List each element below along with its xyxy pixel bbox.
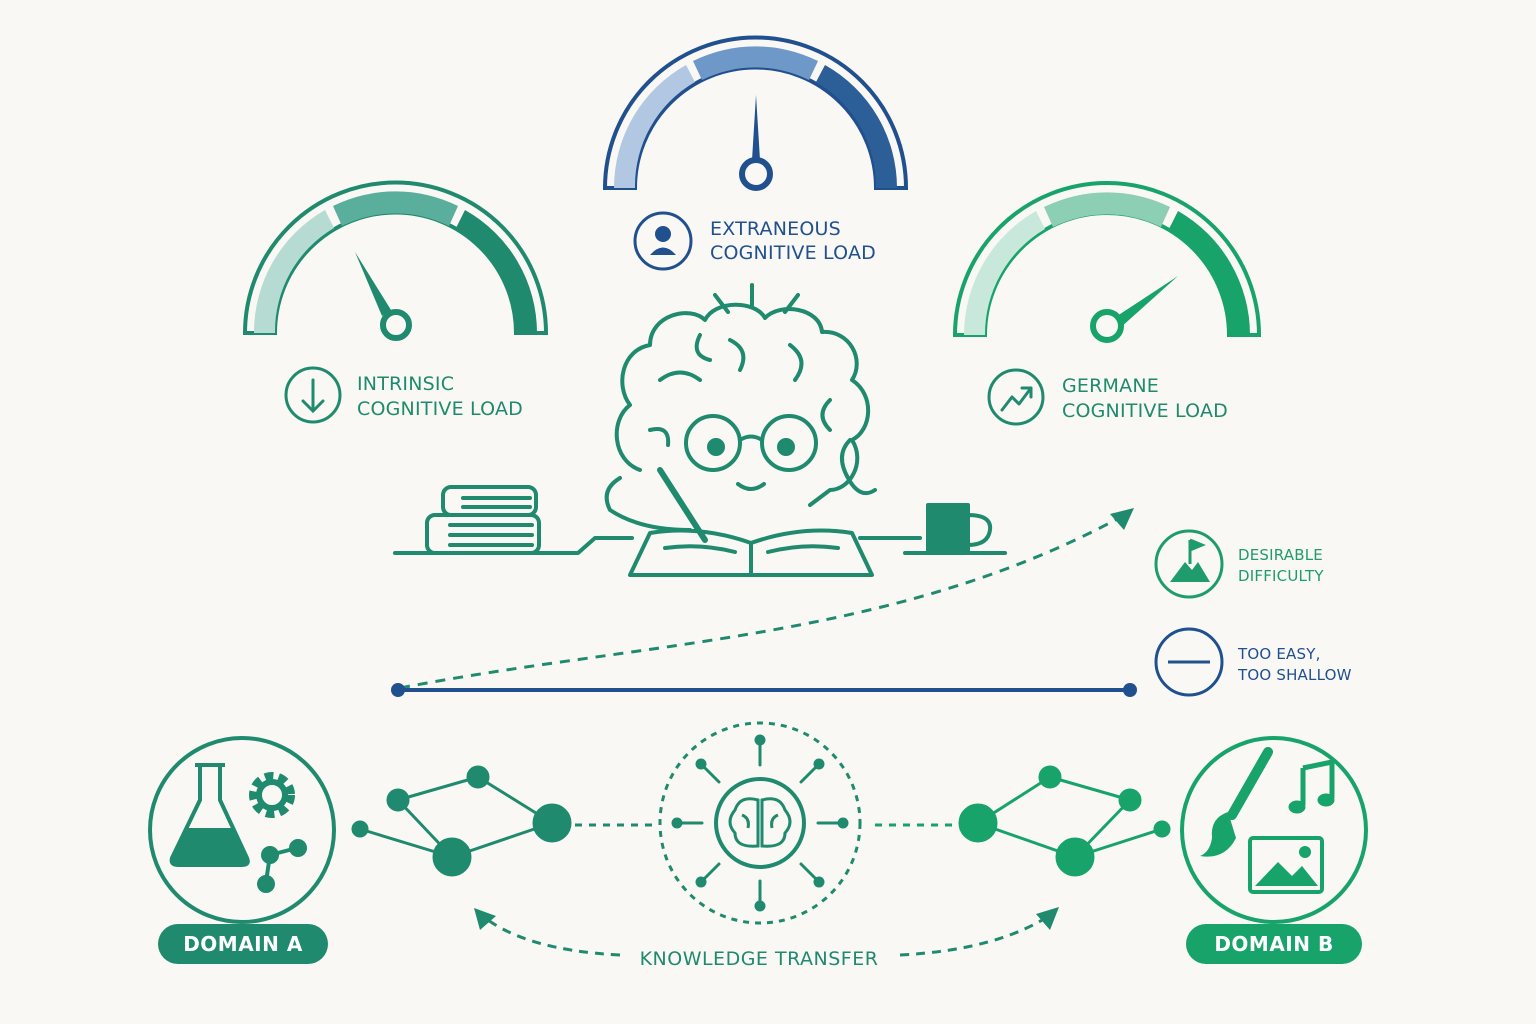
image-icon: [1248, 836, 1324, 894]
central-brain-hub: [658, 721, 862, 925]
legend-too-easy: TOO EASY, TOO SHALLOW: [1154, 627, 1352, 697]
network-right: [958, 765, 1171, 877]
arrow-down-icon: [301, 378, 325, 414]
mug-icon: [926, 503, 993, 555]
intrinsic-title-line2: COGNITIVE LOAD: [357, 398, 523, 420]
extraneous-label: EXTRANEOUS COGNITIVE LOAD: [633, 211, 876, 271]
domain-a-label: DOMAIN A: [183, 932, 303, 956]
open-book-icon: [628, 528, 874, 577]
transfer-arrow-right-icon: [1036, 907, 1059, 930]
trend-up-icon: [1000, 386, 1033, 412]
domain-b-label: DOMAIN B: [1214, 932, 1333, 956]
gear-icon: [249, 772, 295, 818]
brain-student-illustration: [393, 283, 1007, 577]
user-icon: [650, 226, 676, 255]
intrinsic-title-line1: INTRINSIC: [357, 373, 454, 395]
mountain-flag-icon: [1170, 538, 1210, 582]
extraneous-title-line1: EXTRANEOUS: [710, 218, 841, 240]
desirable-line1: DESIRABLE: [1238, 546, 1323, 564]
transfer-arrow-left-icon: [474, 908, 496, 930]
arrow-down-icon-ring: [284, 366, 342, 424]
music-note-icon: [1288, 758, 1335, 814]
too-easy-line1: TOO EASY,: [1237, 645, 1321, 663]
desirable-line2: DIFFICULTY: [1238, 567, 1324, 585]
knowledge-transfer: KNOWLEDGE TRANSFER: [474, 907, 1059, 970]
pen-icon: [657, 467, 708, 543]
brain-icon: [728, 797, 792, 848]
molecule-icon: [257, 839, 307, 893]
curve-arrowhead-icon: [1110, 508, 1134, 530]
germane-title-line1: GERMANE: [1062, 375, 1159, 397]
extraneous-title-line2: COGNITIVE LOAD: [710, 242, 876, 264]
brain-outline: [614, 302, 871, 507]
extraneous-gauge: [602, 35, 909, 191]
domain-a: DOMAIN A: [148, 736, 336, 964]
germane-gauge: [952, 181, 1262, 343]
domain-b: DOMAIN B: [1180, 736, 1368, 964]
knowledge-transfer-label: KNOWLEDGE TRANSFER: [640, 948, 879, 970]
germane-title-line2: COGNITIVE LOAD: [1062, 400, 1228, 422]
intrinsic-label: INTRINSIC COGNITIVE LOAD: [284, 366, 523, 424]
difficulty-path: [391, 508, 1137, 697]
too-easy-line2: TOO SHALLOW: [1237, 666, 1352, 684]
books-icon: [425, 485, 541, 555]
user-icon-ring: [633, 211, 693, 271]
flask-icon: [169, 763, 250, 867]
intrinsic-gauge: [242, 180, 549, 341]
paintbrush-icon: [1200, 747, 1273, 857]
desirable-difficulty-curve: [399, 510, 1131, 690]
germane-label: GERMANE COGNITIVE LOAD: [987, 368, 1228, 426]
trend-up-icon-ring: [987, 368, 1045, 426]
legend-desirable: DESIRABLE DIFFICULTY: [1154, 529, 1324, 599]
network-left: [351, 765, 572, 877]
